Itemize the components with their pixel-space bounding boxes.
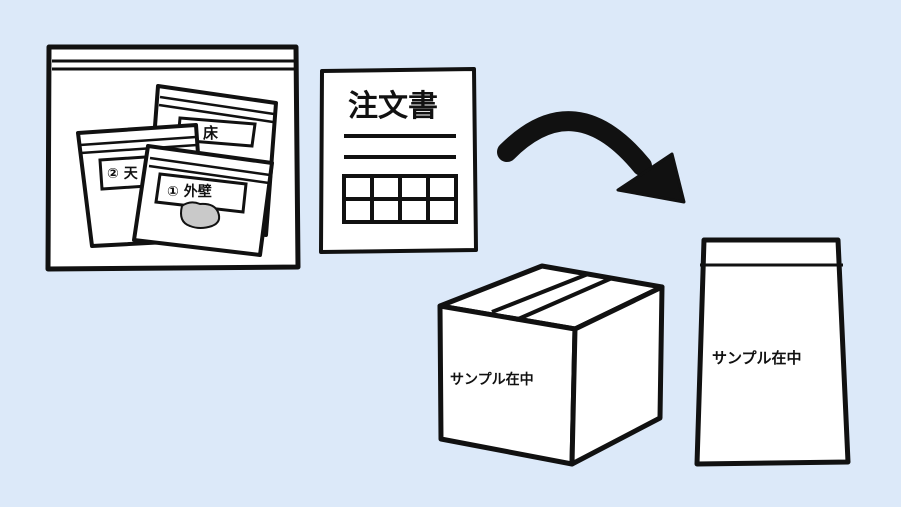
- box-tape-line: [515, 276, 613, 322]
- material-sample-piece: [180, 201, 221, 229]
- label-ceiling: ② 天: [107, 166, 139, 182]
- order-form: 注文書: [319, 67, 478, 254]
- sample-bag-outer-wall: ① 外壁: [132, 144, 274, 257]
- box-tape-line: [491, 272, 589, 314]
- order-form-grid: [342, 174, 458, 224]
- order-form-title: 注文書: [348, 89, 438, 124]
- curved-arrow-icon: [497, 111, 686, 204]
- box-label: サンプル在中: [450, 371, 534, 388]
- envelope-label: サンプル在中: [712, 349, 802, 367]
- label-floor: 床: [203, 124, 219, 142]
- cardboard-box: サンプル在中: [437, 263, 665, 467]
- zip-bag: 床 ② 天 ① 外壁: [45, 44, 301, 272]
- label-outer-wall: ① 外壁: [167, 183, 212, 200]
- envelope: サンプル在中: [694, 237, 851, 467]
